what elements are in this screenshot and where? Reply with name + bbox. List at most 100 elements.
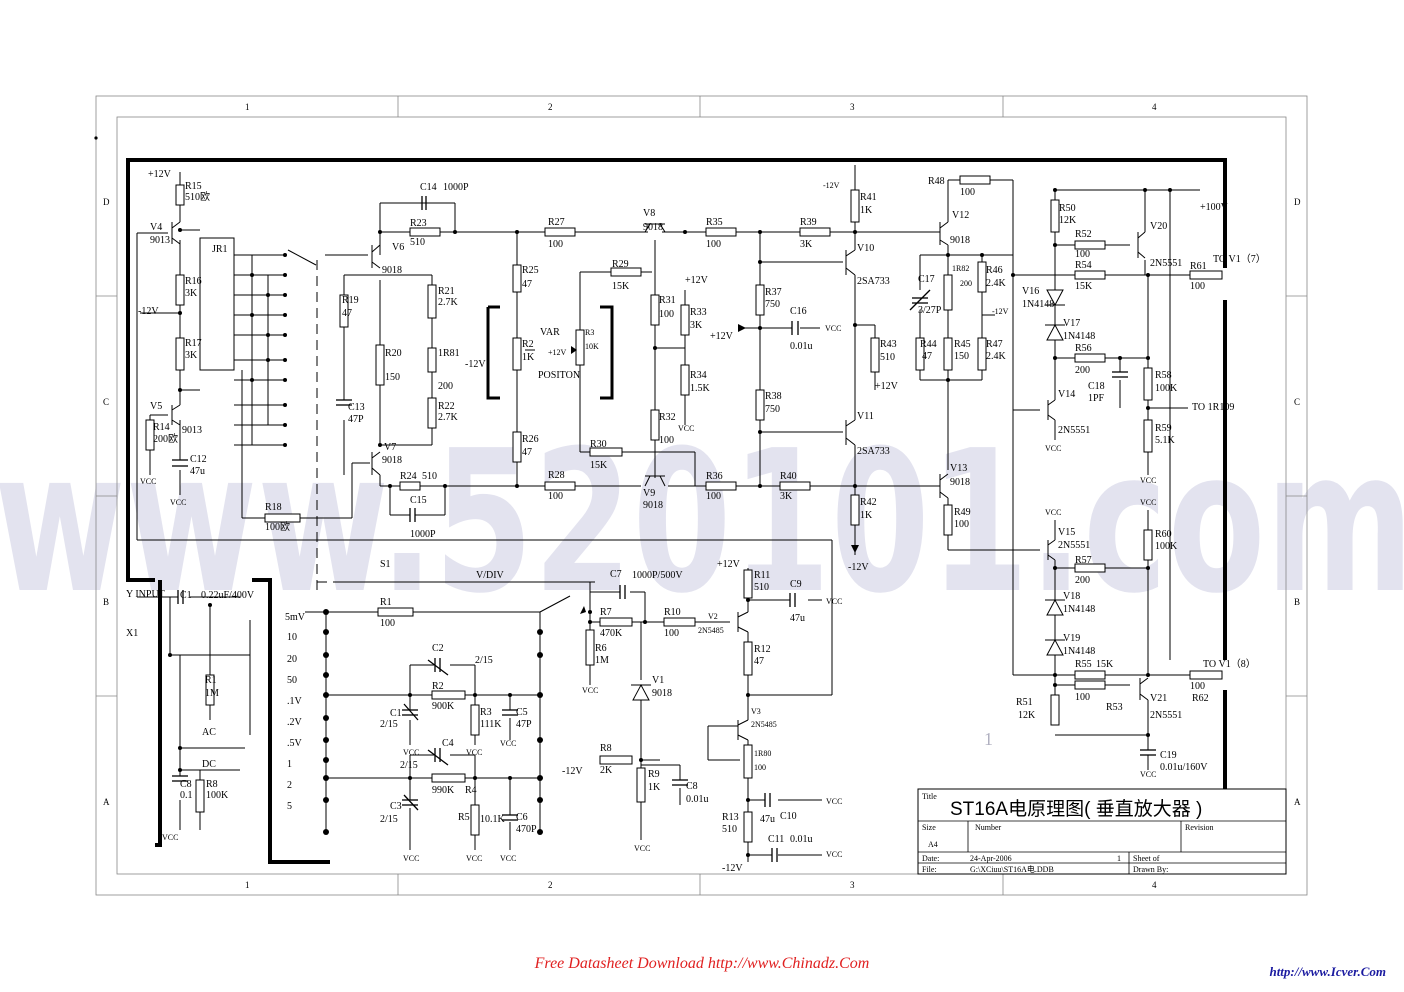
svg-text:15K: 15K: [1075, 281, 1093, 292]
svg-text:R59: R59: [1155, 423, 1172, 434]
svg-text:0.01u: 0.01u: [790, 341, 813, 352]
svg-text:9018: 9018: [643, 222, 663, 233]
capacitors: [172, 196, 1156, 862]
svg-text:100: 100: [1190, 281, 1205, 292]
svg-text:C12: C12: [190, 454, 207, 465]
svg-text:2N5551: 2N5551: [1058, 540, 1090, 551]
svg-text:9018: 9018: [643, 500, 663, 511]
svg-text:3K: 3K: [690, 320, 703, 331]
svg-text:1: 1: [245, 880, 250, 890]
svg-text:R28: R28: [548, 470, 565, 481]
svg-text:1PF: 1PF: [1088, 393, 1105, 404]
svg-text:V15: V15: [1058, 527, 1075, 538]
svg-text:150: 150: [385, 372, 400, 383]
svg-text:C15: C15: [410, 495, 427, 506]
svg-text:C2: C2: [432, 643, 444, 654]
svg-text:47P: 47P: [348, 414, 364, 425]
footer-site-link[interactable]: http://www.Icver.Com: [1269, 964, 1386, 979]
svg-text:R18: R18: [265, 502, 282, 513]
svg-text:47: 47: [922, 351, 932, 362]
svg-text:V16: V16: [1022, 286, 1039, 297]
svg-text:12K: 12K: [1018, 710, 1036, 721]
svg-text:1: 1: [984, 729, 993, 749]
svg-text:200: 200: [1075, 575, 1090, 586]
svg-text:100: 100: [380, 618, 395, 629]
svg-text:VCC: VCC: [162, 833, 178, 842]
svg-text:C9: C9: [790, 579, 802, 590]
svg-text:B: B: [103, 597, 109, 607]
sheet-frame: [95, 95, 1308, 896]
footer-download-link[interactable]: Free Datasheet Download http://www.China…: [534, 955, 870, 972]
svg-text:510: 510: [754, 582, 769, 593]
svg-text:1R81: 1R81: [438, 348, 460, 359]
svg-text:15K: 15K: [590, 460, 608, 471]
svg-text:470K: 470K: [600, 628, 623, 639]
svg-text:VCC: VCC: [1045, 508, 1061, 517]
svg-text:9018: 9018: [950, 235, 970, 246]
svg-text:Title: Title: [922, 792, 937, 801]
svg-text:-12V: -12V: [992, 307, 1009, 316]
svg-text:R37: R37: [765, 287, 782, 298]
svg-text:+100V: +100V: [1200, 202, 1229, 213]
svg-text:R26: R26: [522, 434, 539, 445]
svg-text:100: 100: [548, 239, 563, 250]
svg-text:R49: R49: [954, 507, 971, 518]
svg-text:R42: R42: [860, 497, 877, 508]
svg-text:C19: C19: [1160, 750, 1177, 761]
svg-text:R44: R44: [920, 339, 937, 350]
svg-text:R2: R2: [522, 339, 534, 350]
svg-text:R1: R1: [205, 675, 217, 686]
svg-text:47u: 47u: [760, 814, 775, 825]
svg-text:2K: 2K: [600, 765, 613, 776]
svg-text:R43: R43: [880, 339, 897, 350]
svg-text:510欧: 510欧: [185, 191, 210, 203]
svg-text:+12V: +12V: [710, 331, 734, 342]
svg-text:R40: R40: [780, 471, 797, 482]
svg-text:2SA733: 2SA733: [857, 446, 890, 457]
diodes: [631, 289, 1065, 701]
svg-text:200: 200: [438, 381, 453, 392]
svg-text:-12V: -12V: [138, 306, 159, 317]
svg-text:150: 150: [954, 351, 969, 362]
svg-text:1R82: 1R82: [952, 264, 969, 273]
svg-text:.5V: .5V: [287, 738, 303, 749]
svg-text:R55: R55: [1075, 659, 1092, 670]
svg-text:V2: V2: [708, 612, 718, 621]
svg-text:C: C: [103, 397, 109, 407]
svg-text:+12V: +12V: [548, 348, 567, 357]
svg-text:B: B: [1294, 597, 1300, 607]
svg-text:C1: C1: [390, 708, 402, 719]
svg-text:C13: C13: [348, 402, 365, 413]
svg-text:100: 100: [659, 435, 674, 446]
svg-text:C14: C14: [420, 182, 437, 193]
svg-text:R3: R3: [480, 707, 492, 718]
transistors: [171, 221, 1149, 741]
svg-text:R23: R23: [410, 218, 427, 229]
svg-text:100: 100: [664, 628, 679, 639]
svg-text:V19: V19: [1063, 633, 1080, 644]
svg-text:-12V: -12V: [823, 181, 840, 190]
svg-text:1K: 1K: [522, 352, 535, 363]
svg-text:.2V: .2V: [287, 717, 303, 728]
svg-text:C7: C7: [610, 569, 622, 580]
svg-text:2: 2: [548, 102, 553, 112]
svg-text:1: 1: [245, 102, 250, 112]
svg-text:R27: R27: [548, 217, 565, 228]
svg-text:1N4148: 1N4148: [1063, 331, 1095, 342]
svg-text:+12V: +12V: [148, 169, 172, 180]
svg-text:R35: R35: [706, 217, 723, 228]
svg-text:R48: R48: [928, 176, 945, 187]
svg-text:1: 1: [287, 759, 292, 770]
svg-text:-12V: -12V: [465, 359, 486, 370]
svg-text:200: 200: [960, 279, 972, 288]
svg-text:3K: 3K: [800, 239, 813, 250]
svg-text:R31: R31: [659, 295, 676, 306]
svg-text:TO V1（8）: TO V1（8）: [1203, 658, 1256, 670]
svg-text:100: 100: [706, 239, 721, 250]
svg-text:V9: V9: [643, 488, 655, 499]
svg-text:DC: DC: [202, 759, 216, 770]
svg-text:100: 100: [1190, 681, 1205, 692]
svg-text:510: 510: [410, 237, 425, 248]
